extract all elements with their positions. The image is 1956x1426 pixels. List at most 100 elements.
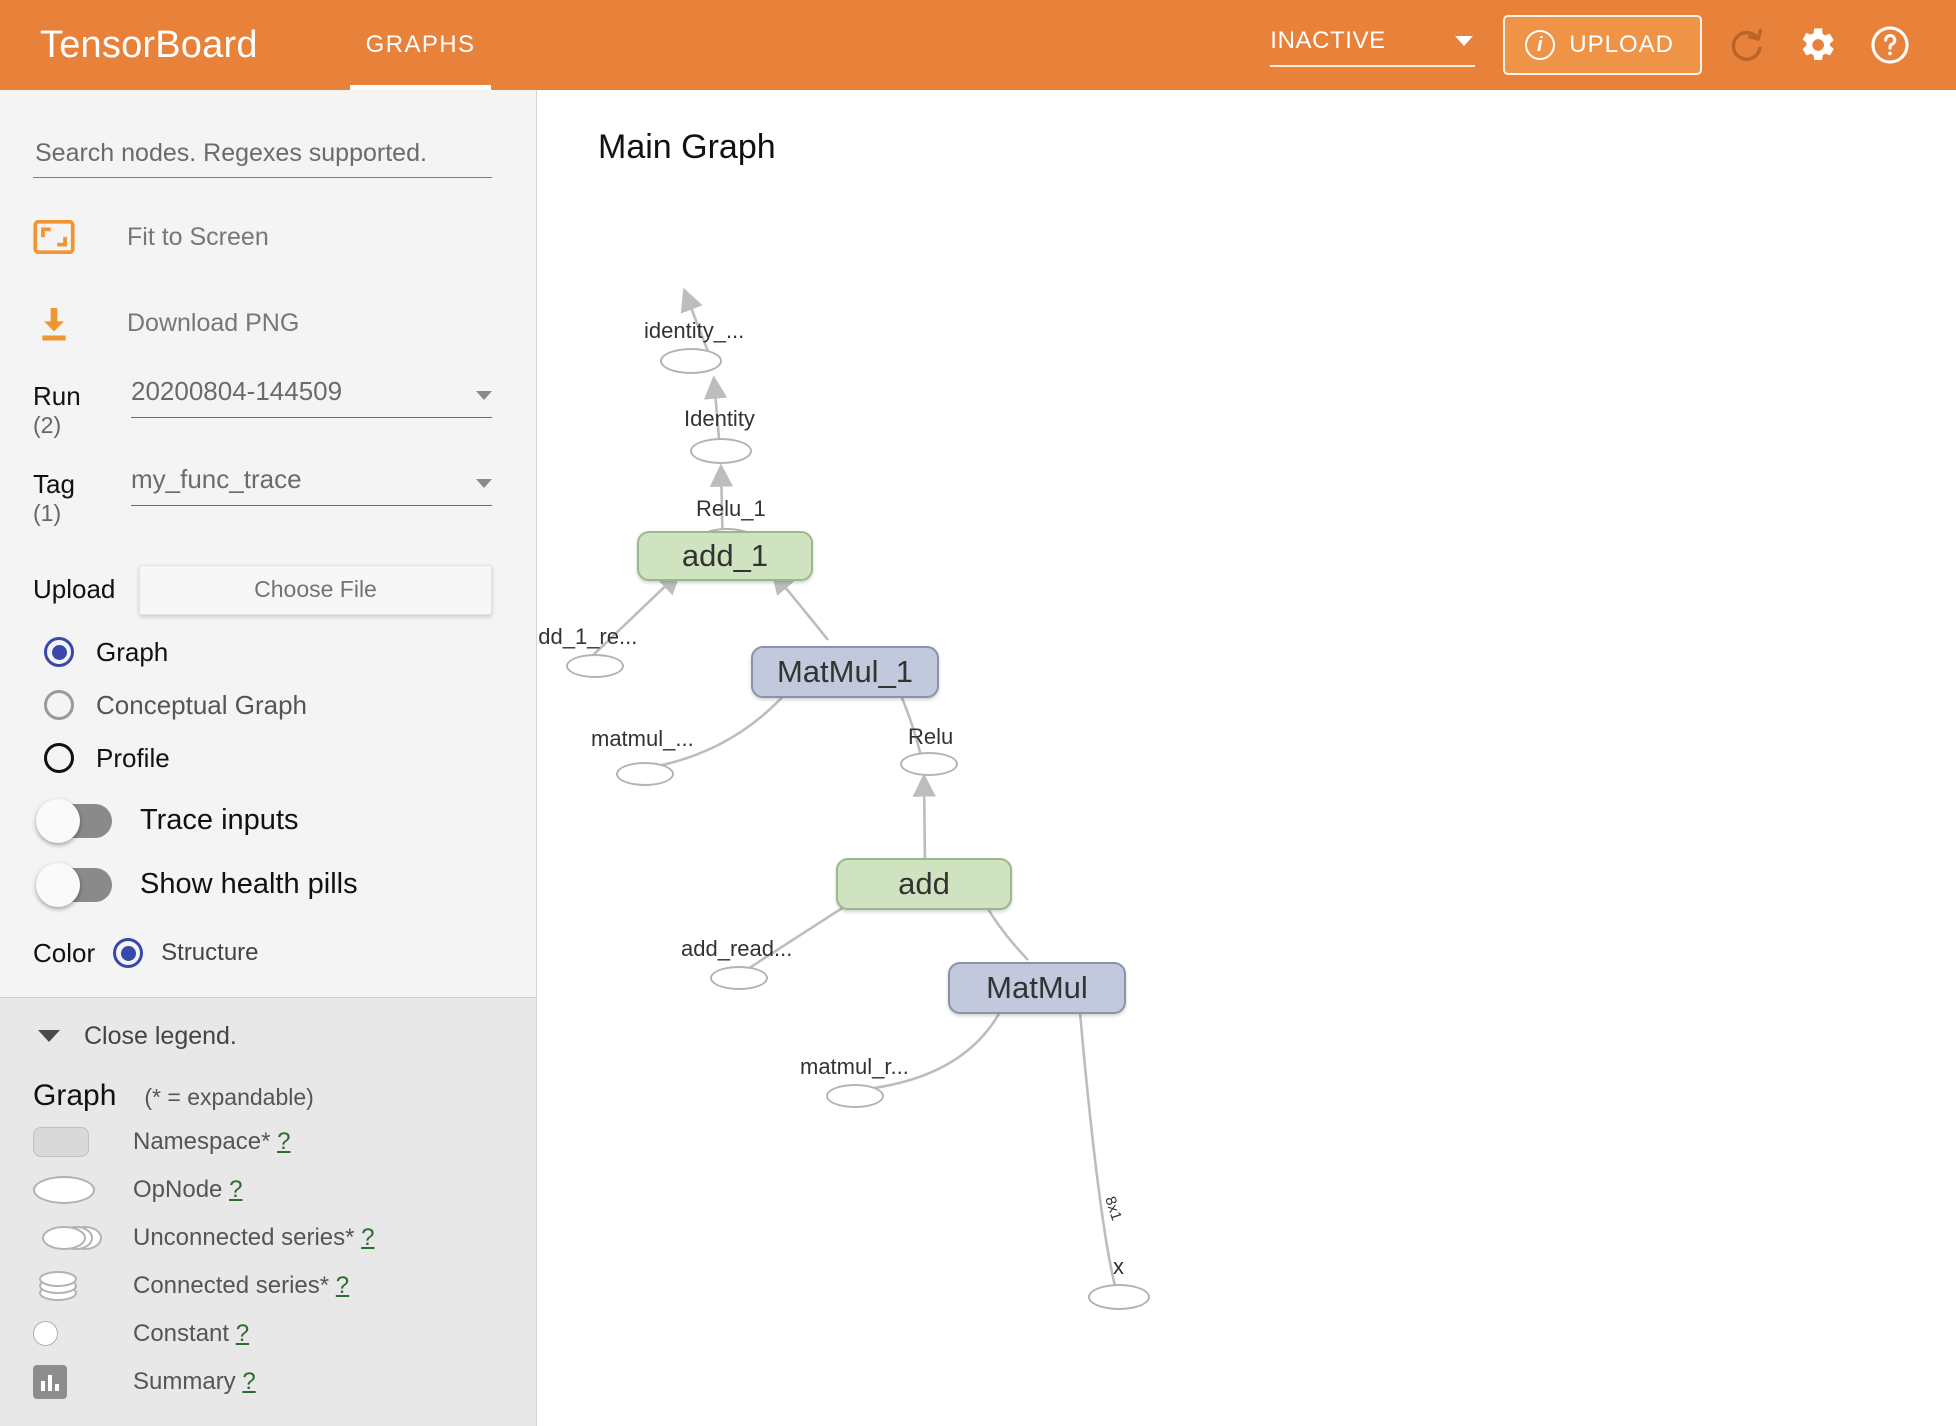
run-status-label: INACTIVE [1270, 27, 1386, 54]
upload-button[interactable]: i UPLOAD [1503, 15, 1702, 75]
unconnected-series-swatch-icon [33, 1221, 125, 1255]
toggle-trace-inputs[interactable]: Trace inputs [36, 798, 536, 843]
graph-node-label: matmul_... [591, 726, 694, 751]
tag-field: Tag (1) my_func_trace [33, 464, 492, 526]
run-status-dropdown[interactable]: INACTIVE [1270, 27, 1476, 67]
fit-to-screen-icon [33, 220, 83, 254]
legend-item: OpNode ? [33, 1171, 536, 1209]
radio-structure-icon[interactable] [113, 938, 144, 969]
graph-node-label: Identity [684, 406, 755, 431]
chevron-down-icon [476, 391, 492, 400]
upload-button-label: UPLOAD [1569, 31, 1674, 58]
graph-node-label: add_1_re... [538, 624, 638, 649]
upload-label: Upload [33, 574, 116, 605]
tab-graphs-label: GRAPHS [365, 31, 476, 58]
radio-graph[interactable]: Graph [44, 637, 536, 668]
chevron-down-icon [1455, 36, 1474, 46]
download-png-label: Download PNG [127, 308, 300, 337]
help-icon[interactable] [1862, 17, 1918, 73]
radio-graph-icon [44, 637, 74, 668]
help-link[interactable]: ? [235, 1319, 250, 1347]
graph-node-matmul-1[interactable]: MatMul_1 [751, 646, 939, 698]
color-row: Color Structure [33, 938, 536, 997]
app-brand: TensorBoard [40, 23, 258, 66]
search-input[interactable] [33, 138, 492, 178]
toggle-trace-inputs-label: Trace inputs [140, 804, 299, 837]
fit-to-screen-label: Fit to Screen [127, 222, 269, 251]
graph-node-matmul-read[interactable] [826, 1084, 884, 1108]
radio-conceptual-graph-icon [44, 690, 74, 721]
upload-field: Upload Choose File [33, 564, 492, 615]
toggle-show-health-pills-switch[interactable] [36, 862, 112, 907]
radio-profile-label: Profile [96, 742, 170, 773]
graph-node-x[interactable] [1088, 1284, 1150, 1310]
toggle-show-health-pills-label: Show health pills [140, 868, 358, 901]
close-legend-button[interactable]: Close legend. [38, 1022, 536, 1051]
radio-graph-label: Graph [96, 636, 169, 667]
legend-header: Graph (* = expandable) [33, 1079, 536, 1113]
gear-icon[interactable] [1790, 17, 1846, 73]
legend-note: (* = expandable) [144, 1083, 314, 1110]
run-value: 20200804-144509 [131, 376, 343, 406]
tag-label: Tag (1) [33, 464, 123, 526]
run-count: (2) [33, 411, 62, 438]
graph-canvas[interactable]: Main Graph [538, 90, 1956, 1426]
help-link[interactable]: ? [229, 1175, 243, 1203]
graph-node-add-1[interactable]: add_1 [637, 531, 813, 581]
legend-title: Graph [33, 1078, 117, 1112]
search-row [33, 138, 492, 178]
app-header: TensorBoard GRAPHS INACTIVE i UPLOAD [0, 0, 1956, 90]
graph-node-label: add [898, 866, 950, 901]
graph-node-label: MatMul [986, 970, 1088, 1005]
legend-item-label: Summary [133, 1367, 236, 1395]
tag-value: my_func_trace [131, 464, 302, 495]
graph-node-matmul[interactable]: MatMul [948, 962, 1126, 1014]
help-link[interactable]: ? [277, 1127, 291, 1155]
legend-item-label: Unconnected series* [133, 1223, 355, 1251]
graph-node-add-read[interactable] [710, 966, 768, 990]
graph-node-label: Relu [908, 724, 954, 749]
graph-node-label: add_read... [681, 936, 793, 961]
tag-select[interactable]: my_func_trace [131, 464, 492, 507]
sidebar-controls: Fit to Screen Download PNG Run (2) 20200… [0, 138, 536, 997]
graph-node-relu[interactable] [900, 752, 958, 776]
graph-node-identity[interactable] [690, 438, 752, 464]
download-icon [33, 303, 83, 343]
header-right-controls: INACTIVE i UPLOAD [1270, 0, 1956, 90]
chevron-down-icon [38, 1030, 60, 1043]
toggle-trace-inputs-switch[interactable] [36, 798, 112, 843]
run-select[interactable]: 20200804-144509 [131, 376, 492, 418]
legend-item: Summary ? [33, 1363, 536, 1401]
legend-item: Unconnected series* ? [33, 1219, 536, 1257]
run-label: Run (2) [33, 376, 123, 438]
color-label: Color [33, 937, 96, 968]
graph-node-label: identity_... [644, 318, 745, 343]
choose-file-button[interactable]: Choose File [139, 564, 492, 615]
graph-node-label: MatMul_1 [776, 654, 914, 689]
graph-node-add[interactable]: add [836, 858, 1012, 910]
close-legend-label: Close legend. [84, 1021, 237, 1050]
legend-item-label: Constant [133, 1319, 230, 1347]
legend-item-label: Connected series* [133, 1271, 330, 1299]
radio-conceptual-graph[interactable]: Conceptual Graph [44, 690, 536, 721]
help-link[interactable]: ? [242, 1367, 256, 1395]
graph-node-label: add_1 [681, 538, 769, 573]
graph-node-label: x [1113, 1254, 1124, 1279]
opnode-swatch-icon [33, 1175, 125, 1204]
graph-node-matmul-read-1[interactable] [616, 762, 674, 786]
graph-node-add-1-read[interactable] [566, 654, 624, 678]
graph-node-identity-out[interactable] [660, 348, 722, 374]
fit-to-screen-button[interactable]: Fit to Screen [33, 210, 536, 264]
summary-swatch-icon [33, 1364, 125, 1399]
help-link[interactable]: ? [335, 1271, 350, 1299]
radio-profile[interactable]: Profile [44, 743, 536, 774]
refresh-icon[interactable] [1718, 17, 1774, 73]
page-title: Main Graph [598, 128, 776, 166]
toggle-show-health-pills[interactable]: Show health pills [36, 862, 536, 907]
connected-series-swatch-icon [33, 1267, 125, 1305]
legend-item-label: OpNode [133, 1175, 223, 1203]
help-link[interactable]: ? [361, 1223, 375, 1251]
download-png-button[interactable]: Download PNG [33, 296, 536, 350]
tab-graphs[interactable]: GRAPHS [349, 0, 492, 90]
radio-structure-label: Structure [161, 939, 259, 967]
